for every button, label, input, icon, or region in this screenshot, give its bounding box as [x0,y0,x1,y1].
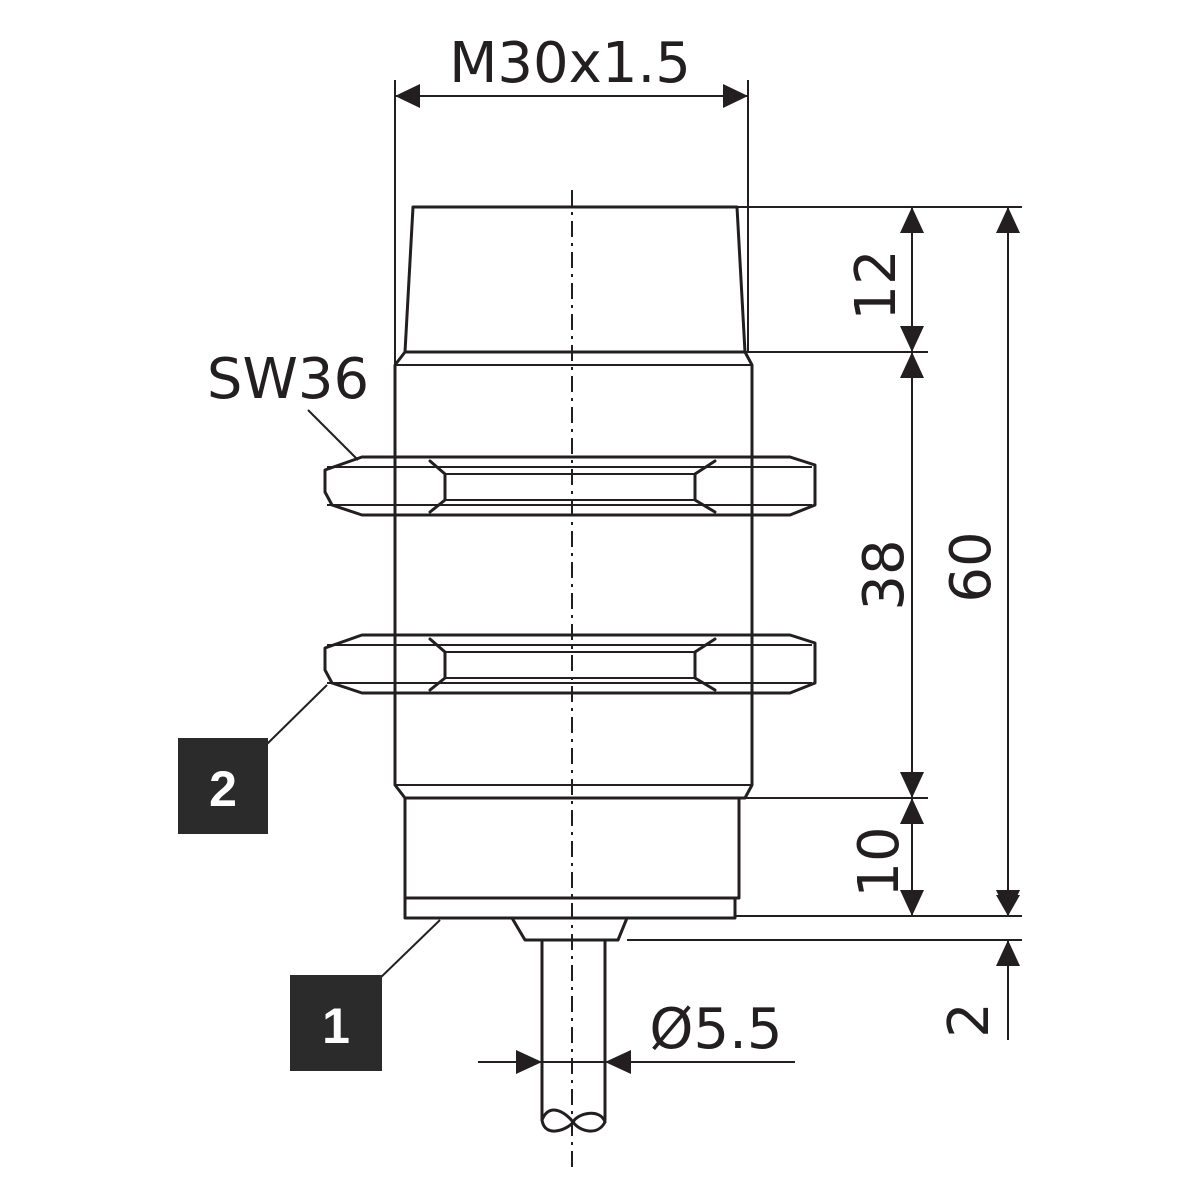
gland-length-dimension [996,895,1020,1040]
callout-1-label: 1 [322,998,350,1054]
wrench-size-label: SW36 [207,347,369,412]
lower-hex-nut [323,633,817,695]
threaded-body [393,350,754,800]
cable-break-symbol [540,1108,607,1133]
sensor-base-rim [403,896,737,920]
thread-length-label: 38 [852,539,917,610]
wrench-size-leader [307,409,359,461]
sensor-head [403,205,747,354]
callout-2-leader [265,684,328,746]
upper-hex-nut [323,455,817,517]
base-length-label: 10 [847,826,912,897]
head-length-dimension [900,207,924,352]
cable-diameter-label: Ø5.5 [649,997,782,1062]
callout-1-box [290,975,382,1071]
gland-length-label: 2 [937,1002,1002,1038]
base-length-dimension [900,798,924,916]
thread-diameter-dimension [394,80,749,365]
cable-diameter-dimension [478,1050,795,1074]
cable-gland [510,916,629,942]
callout-1-leader [377,919,441,981]
head-length-label: 12 [844,249,909,320]
total-length-label: 60 [939,531,1004,602]
callout-2-label: 2 [209,761,237,817]
thread-length-dimension [900,352,924,798]
thread-size-label: M30x1.5 [449,31,691,96]
extension-lines [627,206,1022,941]
callout-2-box [178,738,268,834]
cable [540,938,607,1122]
